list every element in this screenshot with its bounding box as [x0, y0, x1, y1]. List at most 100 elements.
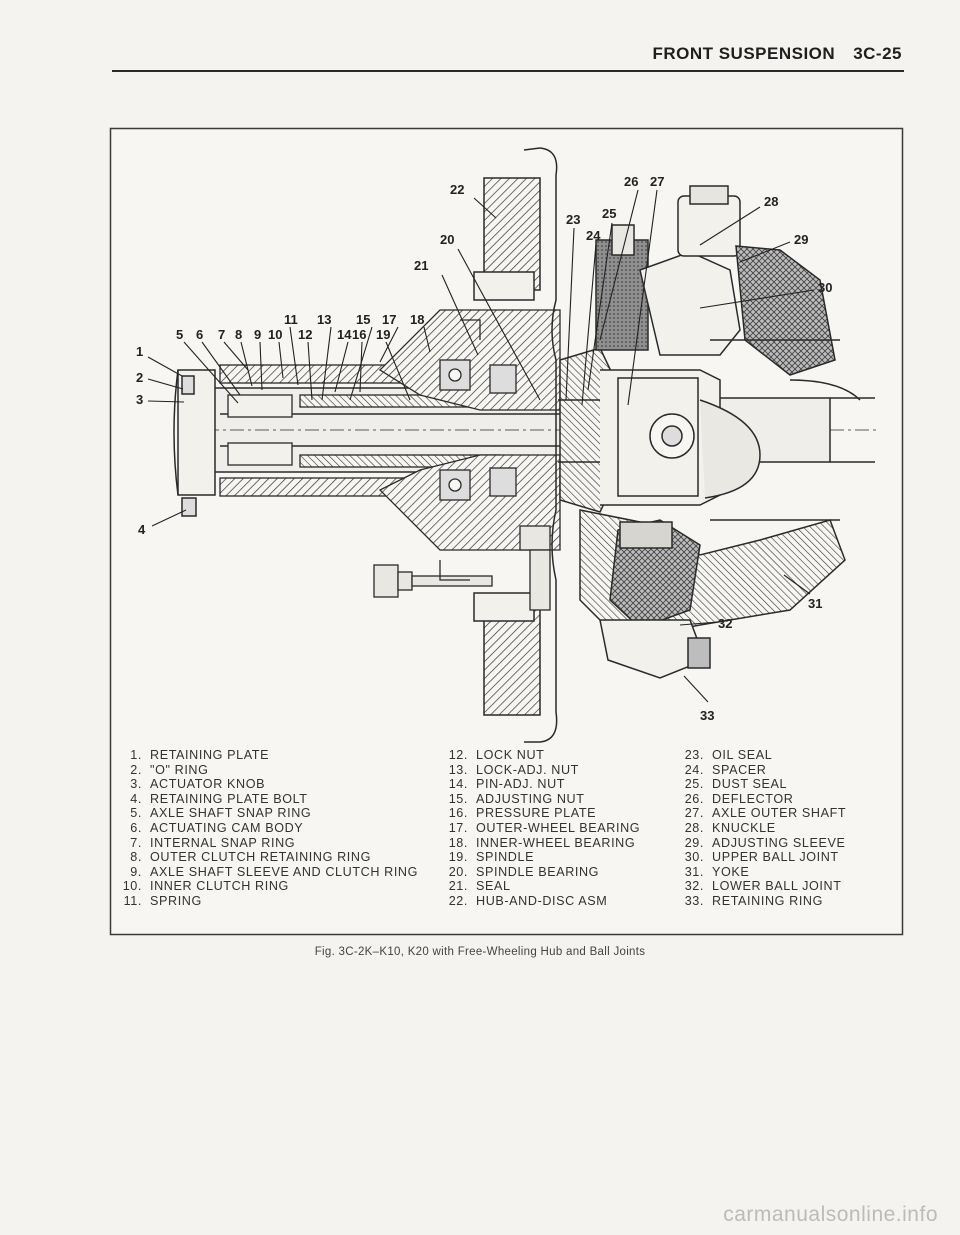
legend-item-number: 25.: [684, 777, 704, 792]
legend-item-number: 12.: [448, 748, 468, 762]
callout-32: 32: [718, 616, 732, 631]
legend-item-label: AXLE OUTER SHAFT: [712, 806, 847, 821]
legend-item-label: ADJUSTING NUT: [476, 791, 585, 806]
callout-18: 18: [410, 312, 424, 327]
legend-item-label: INNER-WHEEL BEARING: [476, 835, 636, 850]
section-title: FRONT SUSPENSION: [652, 44, 836, 63]
legend-item-number: 18.: [448, 835, 468, 850]
legend-item-label: AXLE SHAFT SNAP RING: [150, 806, 312, 821]
legend-item-label: SPINDLE BEARING: [476, 864, 600, 879]
legend-item: 6.ACTUATING CAM BODY: [122, 821, 418, 836]
legend-item-label: ACTUATING CAM BODY: [150, 820, 304, 835]
callout-10: 10: [268, 327, 282, 342]
legend-item: 4. RETAINING PLATE BOLT: [122, 792, 418, 807]
legend-item-number: 24.: [684, 762, 704, 777]
legend-item: 20. SPINDLE BEARING: [448, 865, 640, 880]
legend-item-number: 11.: [123, 893, 142, 908]
callout-26: 26: [624, 174, 638, 189]
legend-item: 24.SPACER: [684, 763, 846, 778]
legend-item-number: 21.: [448, 879, 468, 894]
callout-28: 28: [764, 194, 778, 209]
legend-item: 16.PRESSURE PLATE: [448, 806, 640, 821]
legend-item-number: 32.: [684, 879, 704, 894]
legend-item: 21.SEAL: [448, 879, 640, 894]
legend-item-number: 19.: [448, 850, 468, 865]
legend-item: 18. INNER-WHEEL BEARING: [448, 836, 640, 851]
callout-29: 29: [794, 232, 808, 247]
legend-item-label: LOCK NUT: [476, 748, 545, 762]
legend-item-number: 20.: [448, 864, 468, 879]
callout-3: 3: [136, 392, 143, 407]
callout-2: 2: [136, 370, 143, 385]
legend-item-label: RETAINING PLATE BOLT: [150, 791, 308, 806]
wheel-bearings: [439, 359, 517, 501]
legend-item-label: ADJUSTING SLEEVE: [712, 835, 846, 850]
callout-23: 23: [566, 212, 580, 227]
legend-item: 8.OUTER CLUTCH RETAINING RING: [122, 850, 418, 865]
callout-24: 24: [586, 228, 601, 243]
legend-item: 15. ADJUSTING NUT: [448, 792, 640, 807]
legend-item: 22.HUB-AND-DISC ASM: [448, 894, 640, 909]
legend-item-label: PRESSURE PLATE: [476, 806, 597, 821]
legend-item-label: YOKE: [712, 864, 750, 879]
legend-item-number: 27.: [684, 806, 704, 821]
legend-item: 30.UPPER BALL JOINT: [684, 850, 846, 865]
callout-17: 17: [382, 312, 396, 327]
callout-30: 30: [818, 280, 832, 295]
callout-6: 6: [196, 327, 203, 342]
legend-item-label: SPRING: [150, 893, 202, 908]
legend-item-number: 2.: [130, 762, 142, 777]
figure-caption: Fig. 3C-2K–K10, K20 with Free-Wheeling H…: [314, 946, 646, 958]
legend-item: 12. LOCK NUT: [448, 748, 640, 763]
legend-item: 33.RETAINING RING: [684, 894, 846, 909]
legend-item-label: LOWER BALL JOINT: [712, 879, 842, 894]
legend-item: 28.KNUCKLE: [684, 821, 846, 836]
legend-item-number: 15.: [448, 791, 468, 806]
callout-numbers: 1 2 3 4 5 6 7 8 9 10 11 12 13 14 15 16 1…: [136, 174, 832, 723]
legend-item-number: 17.: [448, 820, 468, 835]
callout-9: 9: [254, 327, 261, 342]
legend-item-number: 1.: [130, 748, 142, 762]
callout-12: 12: [298, 327, 312, 342]
legend-item: 17.OUTER-WHEEL BEARING: [448, 821, 640, 836]
callout-11: 11: [284, 312, 298, 327]
legend-item-number: 4.: [130, 791, 142, 806]
legend-item-number: 33.: [684, 893, 704, 908]
header-rule: [112, 70, 904, 72]
callout-15: 15: [356, 312, 370, 327]
callout-22: 22: [450, 182, 464, 197]
callout-8: 8: [235, 327, 242, 342]
legend-item-label: KNUCKLE: [712, 820, 776, 835]
legend-item: 29.ADJUSTING SLEEVE: [684, 836, 846, 851]
legend-item-number: 7.: [130, 835, 142, 850]
legend-item-label: OIL SEAL: [712, 748, 773, 762]
legend-item: 2."O" RING: [122, 763, 418, 778]
legend-item-label: DEFLECTOR: [712, 791, 794, 806]
legend-item-label: DUST SEAL: [712, 777, 788, 792]
legend-item-label: LOCK-ADJ. NUT: [476, 762, 579, 777]
callout-4: 4: [138, 522, 146, 537]
brake-disc: [473, 147, 558, 743]
legend-item: 19. SPINDLE: [448, 850, 640, 865]
legend-item-label: RETAINING PLATE: [150, 748, 270, 762]
hub-cap: [173, 369, 216, 517]
legend-item: 1. RETAINING PLATE: [122, 748, 418, 763]
legend-item-number: 23.: [684, 748, 704, 762]
brake-bolts: [373, 319, 551, 611]
legend-item-label: PIN-ADJ. NUT: [476, 777, 566, 792]
callout-1: 1: [136, 344, 143, 359]
legend-item-number: 3.: [130, 777, 142, 792]
legend-item: 5. AXLE SHAFT SNAP RING: [122, 806, 418, 821]
page-number: 3C-25: [853, 44, 902, 63]
legend-item-label: INTERNAL SNAP RING: [150, 835, 296, 850]
legend-item-number: 5.: [130, 806, 142, 821]
callout-7: 7: [218, 327, 225, 342]
legend-item-label: SPINDLE: [476, 850, 535, 865]
legend-item: 23. OIL SEAL: [684, 748, 846, 763]
legend-item-number: 10.: [122, 879, 142, 894]
legend-item: 27. AXLE OUTER SHAFT: [684, 806, 846, 821]
page-header: FRONT SUSPENSION 3C-25: [652, 44, 902, 64]
